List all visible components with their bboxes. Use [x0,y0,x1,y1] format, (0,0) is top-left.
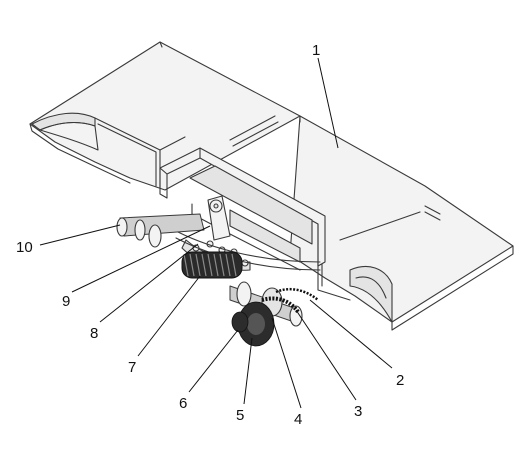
callout-2: 2 [396,372,404,389]
callout-9: 9 [62,293,70,310]
leader-8 [99,243,199,323]
leader-6 [188,329,239,393]
callout-8: 8 [90,325,98,342]
leader-3 [295,309,357,401]
left-shaft [116,213,205,248]
right-wing-plate [289,115,514,331]
callout-5: 5 [236,407,244,424]
leader-lines [39,57,393,409]
leader-1 [317,57,339,149]
callout-labels: 1 2 3 4 5 6 7 8 9 10 [16,42,404,428]
left-wing-plate [29,41,301,191]
callout-7: 7 [128,359,136,376]
leader-2 [309,299,393,369]
gear-train [229,281,319,347]
callout-3: 3 [354,403,362,420]
leader-9 [71,225,211,293]
leader-7 [137,275,201,357]
callout-6: 6 [179,395,187,412]
leader-5 [243,337,253,405]
leader-4 [271,317,302,409]
leader-10 [39,224,121,246]
coil-spring [181,251,243,279]
center-yoke [159,147,326,271]
callout-1: 1 [312,42,320,59]
callout-10: 10 [16,239,33,256]
callout-4: 4 [294,411,302,428]
